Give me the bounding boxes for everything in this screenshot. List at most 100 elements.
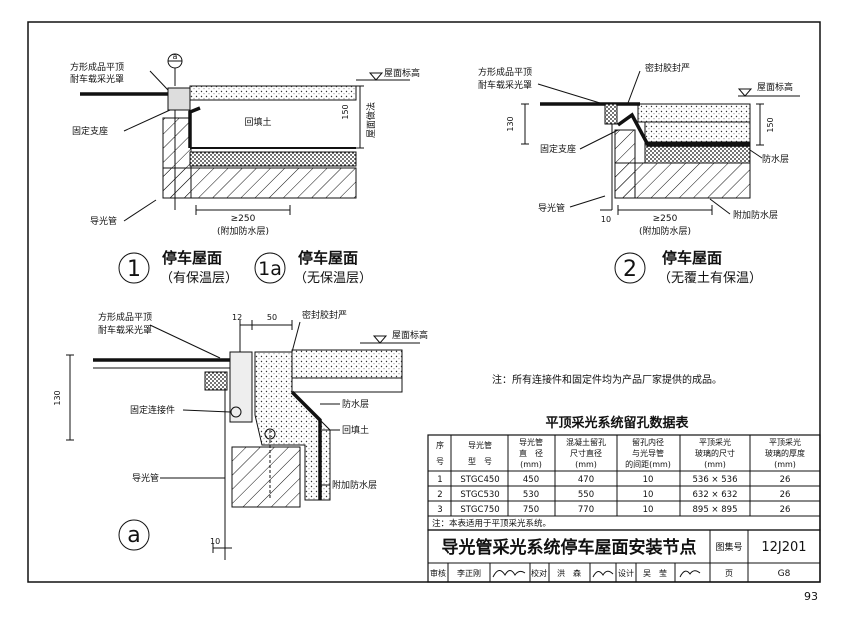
detail-1a-number-circle <box>254 252 286 284</box>
table-cell: 450 <box>523 475 539 485</box>
table-cell: 26 <box>780 490 791 500</box>
header-cell: 的间距(mm) <box>625 459 671 469</box>
detail-a-mark-circle <box>118 519 150 551</box>
detail-1-number: 1 <box>127 257 141 282</box>
detail-a-backfill: 回填土 <box>342 424 369 436</box>
table-header-row: 序 号 导光管 型 号 导光管 直 径 (mm) 混凝土留孔 尺寸直径 (mm)… <box>436 437 805 469</box>
detail-2-extra-waterproof-side: 附加防水层 <box>733 209 778 221</box>
header-cell: (mm) <box>575 460 597 469</box>
table-row: 2 STGC530 530 550 10 632 × 632 26 <box>437 490 790 500</box>
detail-2-dim-130: 130 <box>506 116 515 131</box>
header-cell: 直 径 <box>519 448 543 458</box>
detail-a-waterproof: 防水层 <box>342 398 369 410</box>
header-cell: 与光导管 <box>632 448 664 458</box>
header-cell: 玻璃的尺寸 <box>695 448 735 458</box>
table-cell: 536 × 536 <box>693 475 738 485</box>
table-cell: 10 <box>643 505 654 515</box>
detail-2-extra-waterproof: (附加防水层) <box>639 225 691 237</box>
detail-1-extra-waterproof: (附加防水层) <box>217 225 269 237</box>
detail-2-dim-150: 150 <box>766 117 775 132</box>
detail-2-pipe: 导光管 <box>538 202 565 214</box>
detail-1-callout-top: 方形成品平顶 <box>70 61 124 73</box>
detail-a-dim-10: 10 <box>210 537 220 546</box>
detail-a-dim-12: 12 <box>232 313 242 322</box>
table-cell: 750 <box>523 505 539 515</box>
table-cell: 2 <box>437 490 442 500</box>
header-cell: 导光管 <box>519 437 543 447</box>
detail-a-dim-130: 130 <box>53 390 62 405</box>
detail-a-pipe: 导光管 <box>132 472 159 484</box>
detail-a-connector: 固定连接件 <box>130 404 175 416</box>
header-cell: 玻璃的厚度 <box>765 448 805 458</box>
proof-label: 校对 <box>531 568 547 578</box>
detail-1-section: a 方形成品平顶 耐车载采光罩 固定支座 导光管 回填土 屋面标高 150 屋面… <box>70 52 420 237</box>
table-row: 3 STGC750 750 770 10 895 × 895 26 <box>437 505 790 515</box>
detail-1-depth-note: 屋面做法 <box>365 102 377 138</box>
general-note: 注：所有连接件和固定件均为产品厂家提供的成品。 <box>492 373 722 386</box>
detail-1-roof-level: 屋面标高 <box>384 67 420 79</box>
table-row: 1 STGC450 450 470 10 536 × 536 26 <box>437 475 790 485</box>
detail-a-extra-waterproof: 附加防水层 <box>332 479 377 491</box>
detail-2-dim-250: ≥250 <box>653 214 678 224</box>
proof-signature <box>592 570 614 578</box>
detail-2-roof-level: 屋面标高 <box>757 81 793 93</box>
detail-a-roof-level: 屋面标高 <box>392 329 428 341</box>
hole-data-table: 平顶采光系统留孔数据表 序 号 导光管 型 号 导光管 直 径 (mm) 混凝土… <box>427 415 821 531</box>
title-block: 导光管采光系统停车屋面安装节点 图集号 12J201 审核 李正刚 校对 洪 森… <box>427 529 821 583</box>
detail-1-dim-150: 150 <box>341 104 350 119</box>
table-cell: 26 <box>780 475 791 485</box>
review-signature <box>492 570 526 578</box>
detail-a-callout-cover: 耐车载采光罩 <box>98 324 152 336</box>
detail-2-dim-10: 10 <box>601 215 611 224</box>
table-cell: 26 <box>780 505 791 515</box>
detail-1a-title: 停车屋面 <box>298 249 358 267</box>
detail-a-dim-50: 50 <box>267 313 277 322</box>
header-cell: 混凝土留孔 <box>566 437 606 447</box>
table-cell: STGC750 <box>460 505 499 515</box>
header-cell: 平顶采光 <box>699 437 731 447</box>
page-code: G8 <box>778 569 791 579</box>
table-cell: 3 <box>437 505 442 515</box>
sheet-border <box>27 21 821 583</box>
header-cell: 尺寸直径 <box>570 448 602 458</box>
review-name: 李正刚 <box>457 568 481 578</box>
detail-1-callout-cover: 耐车载采光罩 <box>70 73 124 85</box>
header-cell: (mm) <box>774 460 796 469</box>
table-cell: STGC450 <box>460 475 499 485</box>
design-label: 设计 <box>618 568 634 578</box>
detail-1-backfill: 回填土 <box>244 116 271 128</box>
review-label: 审核 <box>430 568 446 578</box>
table-title: 平顶采光系统留孔数据表 <box>545 415 689 431</box>
detail-1-subtitle: （有保温层） <box>160 271 238 286</box>
page-label: 页 <box>725 569 733 578</box>
detail-2-number: 2 <box>623 257 637 282</box>
table-cell: 770 <box>578 505 594 515</box>
atlas-number: 12J201 <box>761 540 806 555</box>
detail-a-sealant: 密封胶封严 <box>302 309 347 321</box>
table-cell: 632 × 632 <box>693 490 738 500</box>
header-cell: 号 <box>436 457 444 466</box>
detail-2-callout-cover: 耐车载采光罩 <box>478 79 532 91</box>
atlas-label: 图集号 <box>715 541 742 553</box>
detail-2-subtitle: （无覆土有保温） <box>658 271 762 286</box>
header-cell: 平顶采光 <box>769 437 801 447</box>
detail-1-title: 停车屋面 <box>162 249 222 267</box>
detail-1-ref-mark: a <box>173 52 178 61</box>
table-cell: STGC530 <box>460 490 499 500</box>
table-footnote: 注：本表适用于平顶采光系统。 <box>432 518 551 529</box>
detail-a-section: 方形成品平顶 耐车载采光罩 12 50 密封胶封严 屋面标高 130 固定连接件… <box>53 309 428 560</box>
table-cell: 550 <box>578 490 594 500</box>
page-number: 93 <box>804 590 818 603</box>
header-cell: 留孔内径 <box>632 437 664 447</box>
detail-1a-subtitle: （无保温层） <box>294 271 372 286</box>
proof-name: 洪 森 <box>557 568 581 578</box>
header-cell: (mm) <box>704 460 726 469</box>
detail-1a-number: 1a <box>258 258 282 280</box>
table-cell: 530 <box>523 490 539 500</box>
header-cell: 导光管 <box>468 440 492 450</box>
detail-a-mark: a <box>127 523 140 548</box>
detail-a-callout-top: 方形成品平顶 <box>98 311 152 323</box>
detail-2-number-circle <box>614 252 646 284</box>
